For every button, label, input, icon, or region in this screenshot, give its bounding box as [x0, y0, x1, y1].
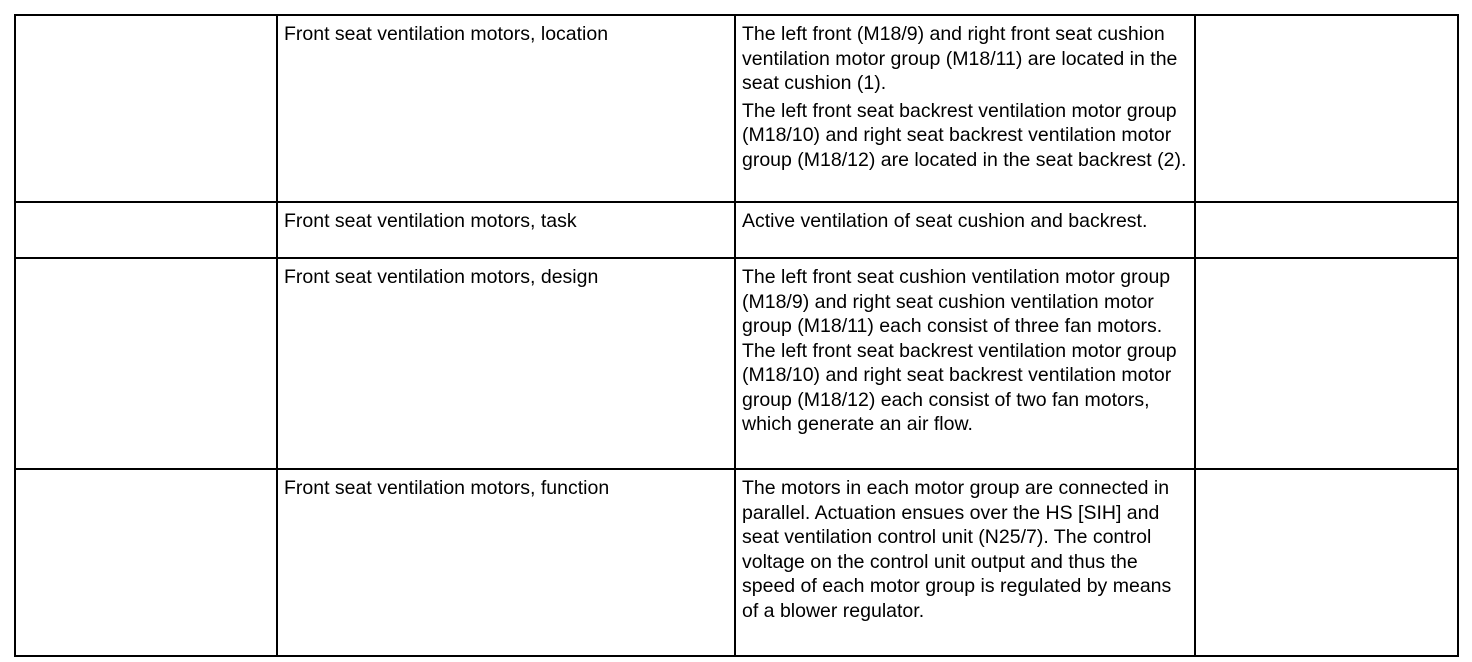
topic-text: Front seat ventilation motors, location [284, 23, 609, 45]
topic-text: Front seat ventilation motors, function [284, 477, 610, 499]
topic-cell: Front seat ventilation motors, function [276, 468, 736, 657]
table-row: Front seat ventilation motors, task Acti… [14, 201, 1459, 259]
empty-cell [14, 468, 278, 657]
topic-text: Front seat ventilation motors, task [284, 210, 577, 232]
empty-cell [1194, 201, 1459, 259]
empty-cell [1194, 14, 1459, 203]
empty-cell [14, 201, 278, 259]
description-paragraph: Active ventilation of seat cushion and b… [742, 210, 1148, 232]
empty-cell [1194, 257, 1459, 470]
empty-cell [1194, 468, 1459, 657]
description-paragraph: The motors in each motor group are conne… [742, 477, 1172, 622]
topic-cell: Front seat ventilation motors, task [276, 201, 736, 259]
description-paragraph: The left front seat backrest ventilation… [742, 99, 1187, 171]
topic-cell: Front seat ventilation motors, location [276, 14, 736, 203]
topic-text: Front seat ventilation motors, design [284, 266, 599, 288]
empty-cell [14, 257, 278, 470]
table-row: Front seat ventilation motors, location … [14, 14, 1459, 203]
description-cell: The motors in each motor group are conne… [734, 468, 1196, 657]
description-cell: The left front (M18/9) and right front s… [734, 14, 1196, 203]
table-row: Front seat ventilation motors, function … [14, 468, 1459, 657]
description-cell: Active ventilation of seat cushion and b… [734, 201, 1196, 259]
ventilation-motors-table: Front seat ventilation motors, location … [14, 14, 1459, 657]
description-paragraph: The left front seat cushion ventilation … [742, 266, 1177, 435]
description-paragraph: The left front (M18/9) and right front s… [742, 23, 1178, 94]
empty-cell [14, 14, 278, 203]
description-cell: The left front seat cushion ventilation … [734, 257, 1196, 470]
table-row: Front seat ventilation motors, design Th… [14, 257, 1459, 470]
topic-cell: Front seat ventilation motors, design [276, 257, 736, 470]
